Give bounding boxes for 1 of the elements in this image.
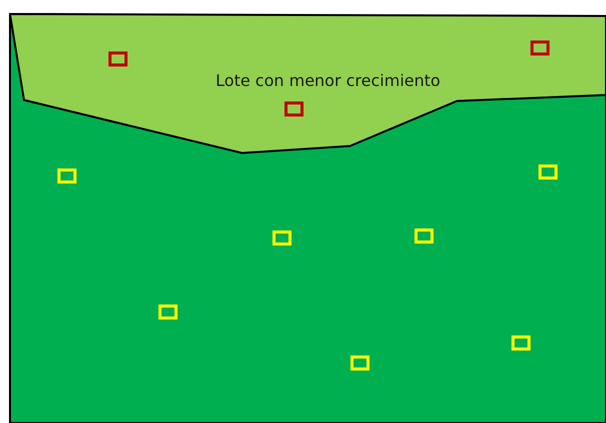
zone-label: Lote con menor crecimiento <box>214 71 442 90</box>
